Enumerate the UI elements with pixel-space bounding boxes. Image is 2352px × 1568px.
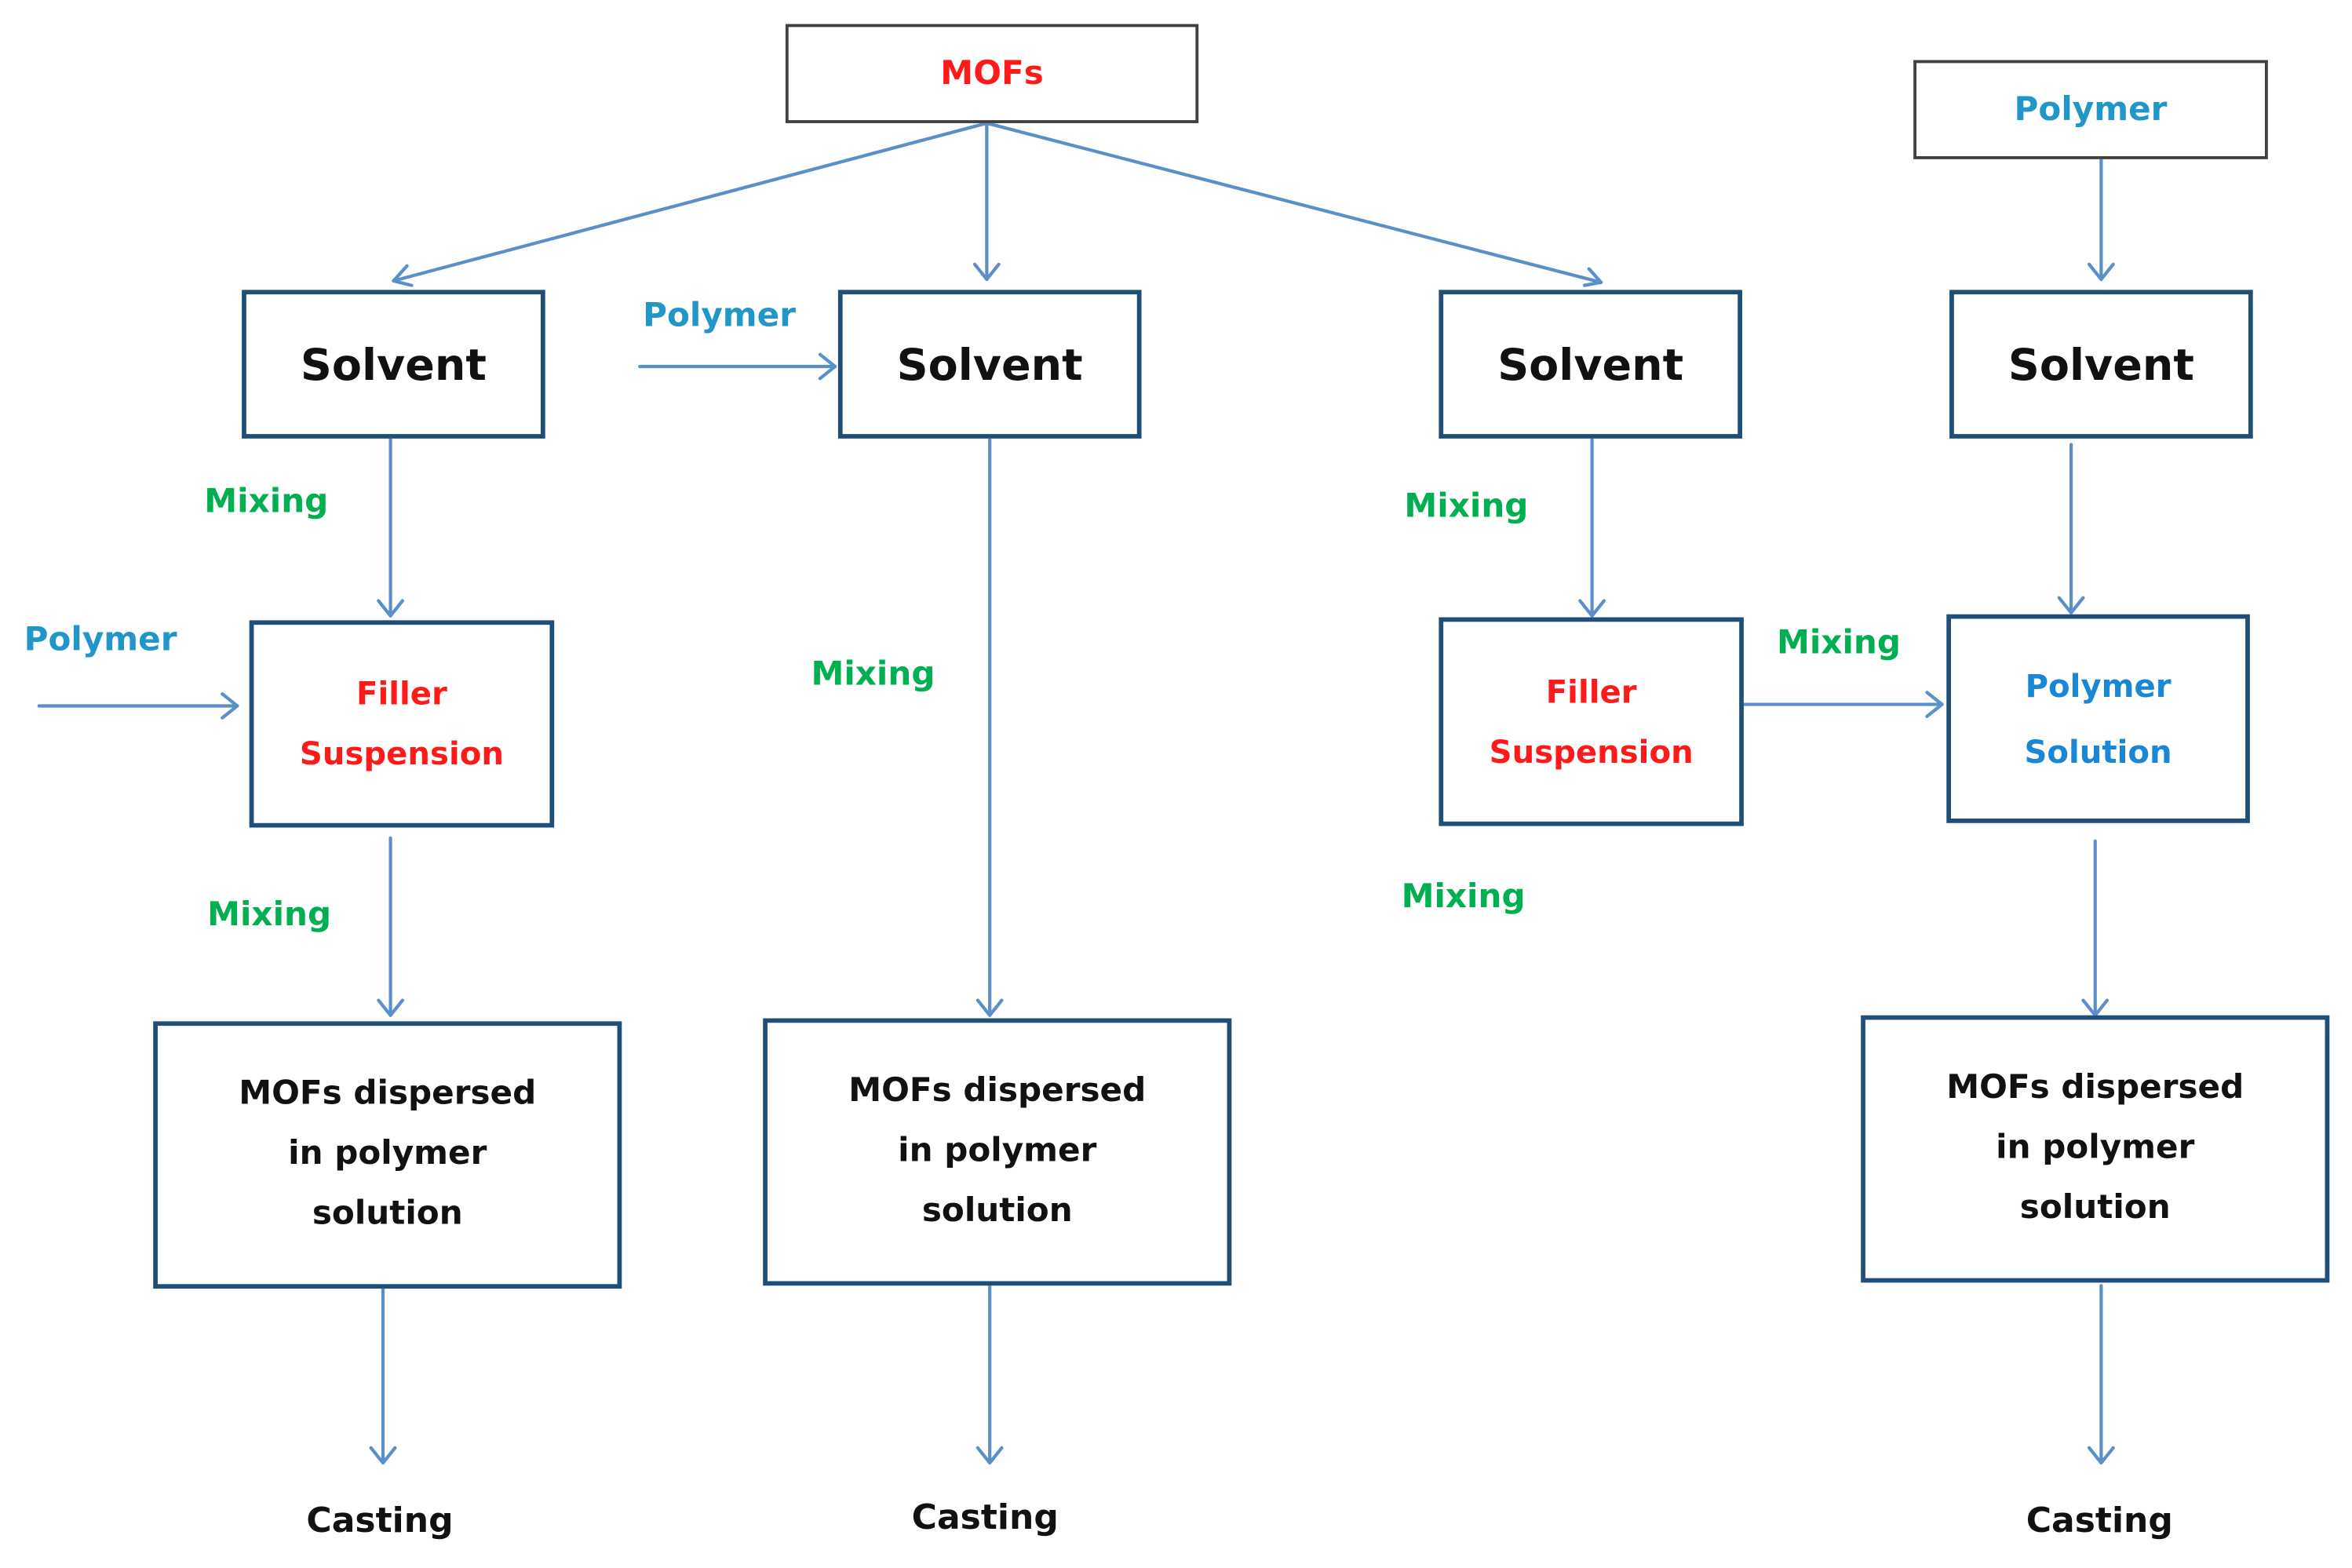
mixing-label-5: Mixing bbox=[1401, 878, 1526, 917]
arrow-polymer-into-solvent-2 bbox=[638, 352, 837, 381]
arrow-result-1-to-casting bbox=[369, 1286, 397, 1465]
filler-suspension-line1-2: Filler bbox=[1545, 673, 1637, 710]
polymer-solution-line1: Polymer bbox=[2025, 667, 2171, 704]
solvent-box-4: Solvent bbox=[1949, 290, 2253, 439]
result-1-line1: MOFs dispersed bbox=[239, 1075, 537, 1114]
mofs-label: MOFs bbox=[940, 54, 1044, 93]
filler-suspension-line2-2: Suspension bbox=[1489, 733, 1694, 770]
arrow-suspension-to-result-1 bbox=[377, 836, 405, 1017]
result-3-line1: MOFs dispersed bbox=[1946, 1069, 2244, 1107]
polymer-input-label-2: Polymer bbox=[643, 297, 796, 335]
result-1-line3: solution bbox=[312, 1195, 463, 1234]
filler-suspension-box-1: Filler Suspension bbox=[249, 620, 555, 828]
result-2-line3: solution bbox=[921, 1192, 1073, 1231]
solvent-label-4: Solvent bbox=[2007, 338, 2194, 390]
solvent-label-1: Solvent bbox=[300, 338, 487, 390]
polymer-solution-line2: Solution bbox=[2024, 733, 2172, 770]
arrow-solvent-4-to-polymer-solution bbox=[2057, 443, 2085, 614]
result-box-3: MOFs dispersed in polymer solution bbox=[1861, 1015, 2330, 1283]
mixing-label-3: Mixing bbox=[1404, 487, 1529, 526]
arrow-mofs-to-solvent-1 bbox=[392, 121, 989, 287]
mixing-label-4: Mixing bbox=[1777, 625, 1902, 662]
result-3-line3: solution bbox=[2019, 1189, 2171, 1227]
result-2-line1: MOFs dispersed bbox=[848, 1072, 1147, 1110]
polymer-solution-box: Polymer Solution bbox=[1946, 614, 2250, 823]
solvent-label-3: Solvent bbox=[1497, 338, 1684, 390]
arrow-suspension-to-polymer-solution bbox=[1740, 691, 1944, 718]
mixing-label-1: Mixing bbox=[204, 483, 329, 522]
arrow-result-3-to-casting bbox=[2087, 1284, 2115, 1465]
result-2-line2: in polymer bbox=[898, 1132, 1097, 1170]
result-1-line2: in polymer bbox=[288, 1135, 487, 1173]
solvent-box-2: Solvent bbox=[837, 290, 1142, 439]
polymer-input-label-1: Polymer bbox=[24, 622, 177, 660]
solvent-box-1: Solvent bbox=[242, 290, 545, 439]
result-box-2: MOFs dispersed in polymer solution bbox=[763, 1018, 1232, 1286]
filler-suspension-box-2: Filler Suspension bbox=[1439, 617, 1744, 826]
polymer-source-label: Polymer bbox=[2014, 90, 2168, 129]
solvent-label-2: Solvent bbox=[896, 338, 1083, 390]
filler-suspension-line2-1: Suspension bbox=[299, 735, 504, 772]
arrow-solvent-3-to-suspension bbox=[1578, 436, 1606, 618]
filler-suspension-line1-1: Filler bbox=[356, 676, 447, 713]
casting-label-2: Casting bbox=[911, 1498, 1059, 1538]
mofs-box: MOFs bbox=[785, 24, 1199, 123]
arrow-solvent-1-to-suspension bbox=[377, 436, 405, 618]
result-3-line2: in polymer bbox=[1996, 1129, 2195, 1168]
polymer-source-box: Polymer bbox=[1913, 60, 2268, 159]
result-box-1: MOFs dispersed in polymer solution bbox=[153, 1021, 622, 1289]
casting-label-3: Casting bbox=[2026, 1501, 2173, 1541]
arrow-mofs-to-solvent-3 bbox=[985, 121, 1603, 287]
casting-label-1: Casting bbox=[306, 1501, 454, 1541]
arrow-polymer-into-suspension bbox=[37, 692, 239, 720]
arrow-mofs-to-solvent-2 bbox=[972, 121, 1001, 282]
mixing-label-2: Mixing bbox=[811, 656, 935, 695]
solvent-box-3: Solvent bbox=[1439, 290, 1742, 439]
mixing-label-6: Mixing bbox=[207, 896, 332, 935]
arrow-polymer-solution-to-result-3 bbox=[2081, 839, 2110, 1017]
arrow-solvent-2-to-result-2 bbox=[975, 436, 1004, 1017]
arrow-result-2-to-casting bbox=[975, 1284, 1004, 1465]
arrow-polymer-to-solvent-4 bbox=[2087, 157, 2115, 282]
